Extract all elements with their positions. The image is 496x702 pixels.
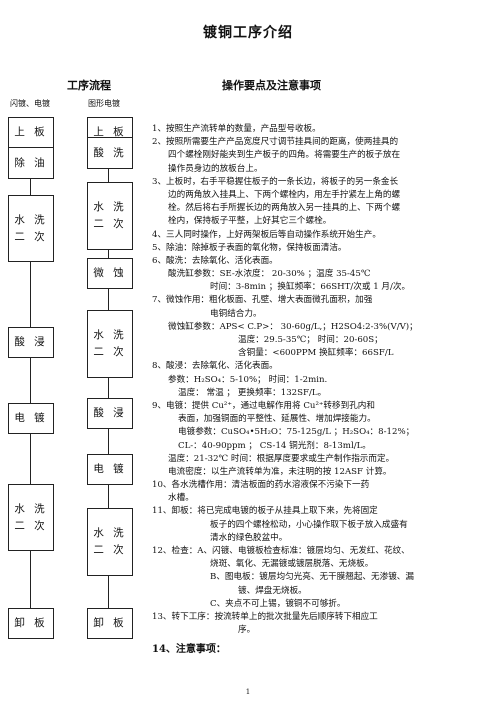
- notes-line: 酸洗缸参数：SE-水浓度： 20-30% ；温度 35-45℃: [168, 269, 371, 280]
- left-flow-step-label: 上 板: [14, 126, 48, 139]
- right-flow-step-label: 电 镀: [93, 463, 127, 476]
- right-flow-step-8: 水 洗 二 次: [87, 508, 133, 576]
- notes-list: 1、按照生产流转单的数量，产品型号收板。 2、按照所需要生产产品宽度尺寸调节挂具间…: [152, 123, 482, 637]
- notes-line: C、夹点不可上锡，镀铜不可够折。: [210, 598, 346, 609]
- right-flow-step-label: 卸 板: [93, 617, 127, 630]
- notes-line: 10、各水洗槽作用：清洁板面的药水溶液保不污染下一药: [152, 480, 370, 491]
- notes-line: CL-：40-90ppm ； CS-14 铜光剂：8-13ml/L。: [178, 440, 371, 451]
- notes-line: 参数：H₂SO₄：5-10%； 时间：1-2min.: [168, 374, 328, 385]
- notes-line: 栓内，保持板子平整，上好其它三个螺栓。: [168, 216, 332, 227]
- left-flow-connector: [30, 130, 31, 608]
- notes-line: 烧斑、氧化、无漏镀或镀层脱落、无烧板。: [210, 559, 374, 570]
- notes-line: 9、电镀：提供 Cu²⁺，通过电解作用将 Cu²⁺转移到孔内和: [152, 400, 375, 411]
- notes-line: 操作员身边的放板台上。: [168, 163, 263, 174]
- right-flow-step-9: 卸 板: [87, 608, 133, 639]
- left-flow-step-label: 水 洗 二 次: [14, 502, 48, 532]
- page-title: 镀铜工序介绍: [203, 25, 293, 41]
- left-flow-step-6: 水 洗 二 次: [8, 484, 54, 551]
- left-flow-step-1: 上 板: [8, 117, 54, 148]
- notes-line: 7、微蚀作用：粗化板面、孔壁、增大表面微孔面积，加强: [152, 295, 373, 306]
- notes-line: B、图电板：镀层均匀光亮、无干膜翘起、无渗镀、漏: [210, 572, 414, 583]
- left-flow-step-5: 电 镀: [8, 403, 54, 434]
- notes-line: 序。: [238, 625, 256, 636]
- notes-line: 13、转下工序：按流转单上的批次批量先后顺序转下相应工: [152, 611, 378, 622]
- notes-line: 时间：3-8min ；换缸频率：66SHT/次或 1 月/次。: [210, 282, 411, 293]
- notes-line: 2、按照所需要生产产品宽度尺寸调节挂具间的距离，使两挂具的: [152, 137, 399, 148]
- notes-line: 12、检查：A、闪镀、电镀板检查标准：镀层均匀、无发红、花纹、: [152, 546, 410, 556]
- notes-item-14: 14、注意事项：: [152, 644, 226, 655]
- notes-line: 6、酸洗：去除氧化、活化表面。: [152, 255, 278, 266]
- left-flow-step-4: 酸 浸: [8, 327, 54, 358]
- left-flow-step-2: 除 油: [8, 147, 54, 179]
- notes-line: 5、除油：除掉板子表面的氧化物，保持板面清洁。: [152, 242, 347, 253]
- right-flow-step-label: 酸 洗: [93, 146, 127, 159]
- notes-line: 镀、焊盘无烧板。: [238, 585, 307, 596]
- notes-line: 边的两角放入挂具上、下两个螺栓内，用左手拧紧左上角的螺: [168, 189, 401, 200]
- notes-line: 水槽。: [168, 493, 194, 504]
- notes-line: 3、上板时，右手平稳握住板子的一条长边，将板子的另一条金长: [152, 176, 399, 187]
- notes-line: 11、卸板：将已完成电镀的板子从挂具上取下来，先将固定: [152, 506, 378, 517]
- right-flow-step-2: 酸 洗: [87, 137, 133, 169]
- right-flow-step-label: 上 板: [93, 126, 127, 139]
- right-column-label: 图形电镀: [88, 99, 120, 108]
- right-flow-step-3: 水 洗 二 次: [87, 182, 133, 250]
- notes-line: 四个螺栓刚好能夹到生产板子的四角。将需要生产的板子放在: [168, 150, 401, 161]
- right-flow-step-label: 水 洗 二 次: [93, 329, 127, 358]
- right-flow-step-7: 电 镀: [87, 454, 133, 485]
- notes-line: 8、酸浸：去除氧化、活化表面。: [152, 361, 278, 372]
- left-flow-step-label: 水 洗 二 次: [14, 213, 48, 243]
- notes-heading: 操作要点及注意事项: [222, 79, 321, 92]
- notes-line: 温度：21-32℃ 时间：根据厚度要求或生产制作指示而定。: [168, 453, 395, 464]
- notes-line: 温度： 常温 ； 更换频率：132SF/L。: [178, 387, 327, 398]
- notes-line: 电镀参数：CuSO₄•5H₂O：75-125g/L ；H₂SO₄：8-12%；: [178, 427, 415, 438]
- notes-line: 微蚀缸参数：APS< C.P>： 30-60g/L,；H2SO4:2-3%(V/…: [168, 321, 418, 332]
- notes-line: 1、按照生产流转单的数量，产品型号收板。: [152, 124, 321, 134]
- notes-line: 含铜量：<600PPM 换缸频率：66SF/L: [238, 348, 394, 359]
- left-column-label: 闪镀、电镀: [10, 99, 50, 108]
- left-flow-step-label: 酸 浸: [14, 336, 48, 349]
- notes-line: 4、三人同时操作，上好两架板后等自动操作系统开始生产。: [152, 229, 381, 240]
- right-flow-step-6: 酸 浸: [87, 398, 133, 429]
- right-flow-step-label: 水 洗 二 次: [93, 201, 127, 230]
- page-number: 1: [245, 688, 251, 696]
- notes-line: 清水的绿色胶盆中。: [210, 532, 288, 543]
- left-flow-step-label: 除 油: [14, 156, 48, 169]
- left-flow-step-7: 卸 板: [8, 608, 54, 639]
- flow-heading: 工序流程: [67, 79, 111, 92]
- notes-line: 表面，加强铜面的平整性、延展性、增加焊接能力。: [178, 414, 376, 425]
- notes-line: 温度：29.5-35℃； 时间：20-60S；: [238, 335, 383, 345]
- left-flow-step-label: 卸 板: [14, 617, 48, 630]
- right-flow-step-label: 酸 浸: [93, 407, 127, 420]
- notes-line: 电铜结合力。: [210, 308, 262, 319]
- right-flow-step-5: 水 洗 二 次: [87, 310, 133, 378]
- left-flow-step-label: 电 镀: [14, 412, 48, 425]
- right-flow-step-label: 水 洗 二 次: [93, 527, 127, 556]
- notes-line: 电流密度：以生产流转单为准，未注明的按 12ASF 计算。: [168, 466, 392, 477]
- notes-line: 板子的四个螺栓松动，小心操作取下板子放入成盛有: [210, 519, 408, 530]
- right-flow-step-label: 微 蚀: [93, 267, 127, 280]
- left-flow-step-3: 水 洗 二 次: [8, 195, 54, 262]
- notes-line: 栓。然后将右手所握长边的两角放入另一挂具的上、下两个螺: [168, 203, 401, 214]
- right-flow-step-4: 微 蚀: [87, 258, 133, 289]
